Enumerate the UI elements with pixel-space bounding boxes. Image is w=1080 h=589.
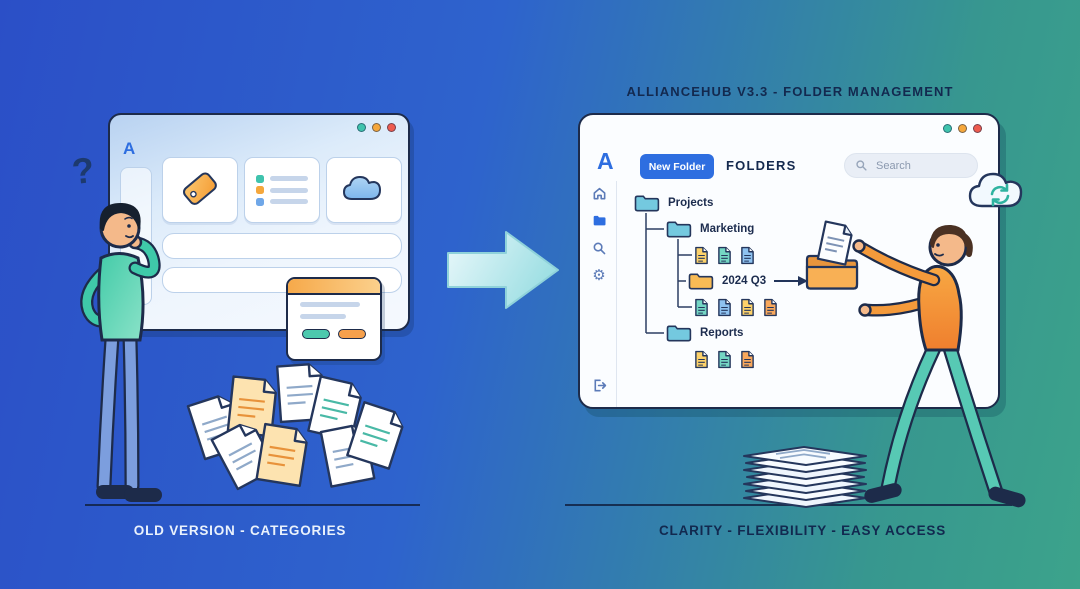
popup-text-line (300, 314, 346, 319)
cloud-icon (339, 171, 389, 210)
confused-person (40, 188, 195, 518)
tree-item-reports[interactable]: Reports (666, 323, 743, 343)
window-dot-orange (958, 124, 967, 133)
cloud-sync-icon (962, 164, 1038, 225)
document-icon (764, 298, 777, 317)
page-title: ALLIANCEHUB V3.3 - FOLDER MANAGEMENT (626, 84, 954, 99)
document-icon (695, 246, 708, 265)
old-popup-card (286, 277, 382, 361)
logout-icon[interactable] (591, 377, 607, 393)
sidebar-divider (616, 181, 617, 407)
window-dot-red (387, 123, 396, 132)
window-dot-red (973, 124, 982, 133)
ground-line-left (85, 504, 420, 506)
scattered-papers (182, 362, 420, 515)
tree-label: Marketing (700, 223, 755, 235)
gear-icon[interactable]: ⚙ (592, 266, 606, 284)
tree-label: Reports (700, 327, 744, 339)
folders-heading: FOLDERS (726, 158, 797, 173)
document-icon (718, 246, 731, 265)
alliancehub-window: A New Folder FOLDERS (578, 113, 1000, 409)
document-icon (741, 246, 754, 265)
tree-item-projects[interactable]: Projects (634, 193, 713, 213)
category-tile-tags (162, 157, 238, 223)
new-folder-button[interactable]: New Folder (640, 154, 714, 179)
window-dot-green (943, 124, 952, 133)
organizing-person (838, 216, 1028, 516)
search-field[interactable] (844, 153, 978, 178)
app-logo: A (597, 148, 614, 174)
search-input[interactable] (874, 158, 964, 173)
window-dot-orange (372, 123, 381, 132)
document-icon (718, 350, 731, 369)
popup-confirm-button (302, 329, 330, 339)
home-icon[interactable] (591, 185, 607, 201)
window-controls (943, 124, 982, 133)
search-icon (855, 159, 868, 172)
tree-item-marketing[interactable]: Marketing (666, 219, 754, 239)
category-tile-cloud (326, 157, 402, 223)
file-icons-row (694, 350, 755, 369)
popup-text-line (300, 302, 360, 307)
document-icon (741, 298, 754, 317)
folder-icon[interactable] (591, 212, 607, 228)
old-app-logo: A (123, 139, 136, 158)
right-caption: CLARITY - FLEXIBILITY - EASY ACCESS (658, 523, 947, 538)
list-icon (256, 171, 308, 209)
popup-cancel-button (338, 329, 366, 339)
transition-arrow-icon (446, 226, 560, 319)
file-icons-row (694, 246, 755, 265)
tree-label: Projects (668, 197, 714, 209)
dragged-document-icon[interactable] (813, 219, 856, 272)
content-row (162, 233, 402, 259)
document-icon (741, 350, 754, 369)
document-icon (718, 298, 731, 317)
question-mark: ? (69, 148, 97, 193)
tree-label: 2024 Q3 (722, 275, 767, 287)
category-tile-list (244, 157, 320, 223)
document-icon (695, 298, 708, 317)
tree-connectors (645, 213, 808, 334)
window-controls (357, 123, 396, 132)
file-icons-row (694, 298, 778, 317)
organized-paper-stack (738, 420, 873, 517)
tree-item-2024-q3[interactable]: 2024 Q3 (688, 271, 766, 291)
window-dot-green (357, 123, 366, 132)
tag-icon (178, 166, 222, 215)
search-icon[interactable] (591, 240, 607, 256)
popup-header (288, 279, 380, 295)
document-icon (695, 350, 708, 369)
left-caption: OLD VERSION - CATEGORIES (133, 523, 347, 538)
